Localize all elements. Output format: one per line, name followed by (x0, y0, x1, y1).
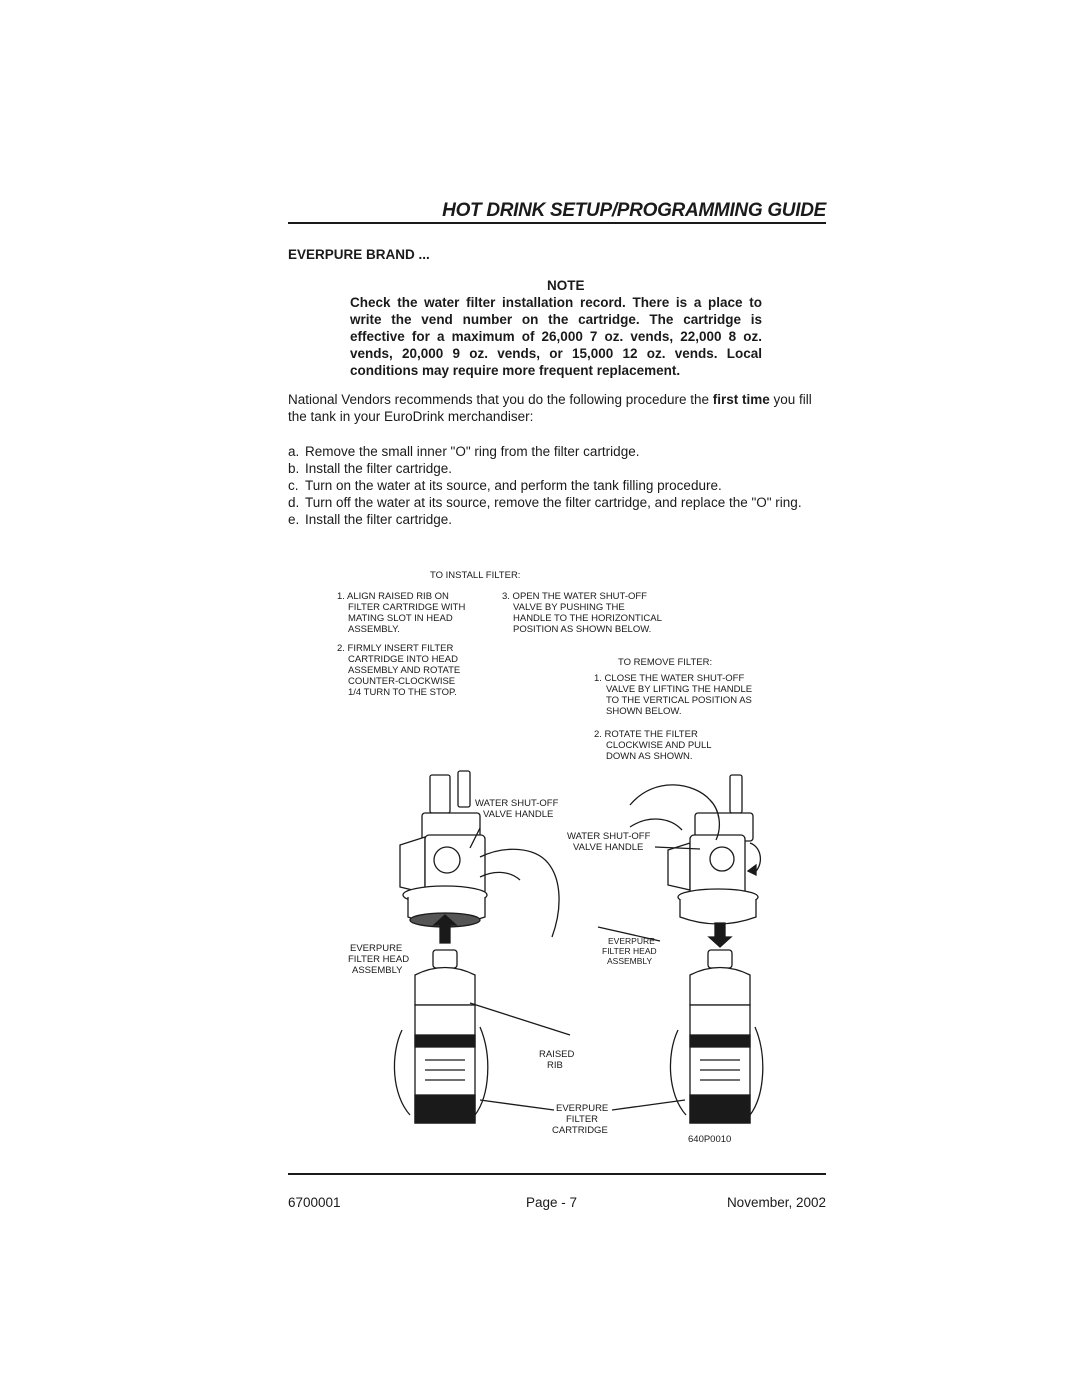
step-item: a. Remove the small inner "O" ring from t… (288, 443, 828, 460)
install-step2-line3: ASSEMBLY AND ROTATE (348, 665, 460, 676)
footer-page-number: Page - 7 (526, 1195, 578, 1210)
right-cartridge-illustration (669, 949, 764, 1124)
head-label-left-line2: FILTER HEAD (348, 954, 409, 965)
install-step1-line1: 1. ALIGN RAISED RIB ON (337, 591, 449, 602)
section-heading: EVERPURE BRAND ... (288, 247, 430, 262)
cartridge-label-line1: EVERPURE (556, 1103, 608, 1114)
install-step1-line2: FILTER CARTRIDGE WITH (348, 602, 465, 613)
install-step1-line3: MATING SLOT IN HEAD (348, 613, 453, 624)
cartridge-label-line3: CARTRIDGE (552, 1125, 608, 1136)
remove-step1-line3: TO THE VERTICAL POSITION AS (606, 695, 752, 706)
head-label-left-line3: ASSEMBLY (352, 965, 403, 976)
install-step3-line3: HANDLE TO THE HORIZONTICAL (513, 613, 662, 624)
note-label: NOTE (547, 278, 585, 293)
left-filter-head-illustration (399, 770, 488, 928)
intro-emphasis: first time (712, 392, 770, 407)
valve-label-left-line1: WATER SHUT-OFF (475, 798, 559, 809)
install-step2-line2: CARTRIDGE INTO HEAD (348, 654, 458, 665)
step-item: d. Turn off the water at its source, remo… (288, 494, 828, 511)
rib-label-line2: RIB (547, 1060, 563, 1071)
remove-step2-line3: DOWN AS SHOWN. (606, 751, 693, 762)
install-step3-line2: VALVE BY PUSHING THE (513, 602, 625, 613)
valve-label-right-line1: WATER SHUT-OFF (567, 831, 651, 842)
step-item: c. Turn on the water at its source, and p… (288, 477, 828, 494)
cartridge-label-line2: FILTER (566, 1114, 598, 1125)
step-letter: d. (288, 495, 300, 510)
part-number: 640P0010 (688, 1134, 731, 1145)
step-letter: c. (288, 478, 299, 493)
right-filter-head-illustration (667, 774, 761, 925)
head-label-right-line3: ASSEMBLY (607, 956, 653, 966)
step-letter: e. (288, 512, 300, 527)
head-label-right-line1: EVERPURE (608, 936, 655, 946)
page-header-title: HOT DRINK SETUP/PROGRAMMING GUIDE (442, 200, 826, 221)
step-text: Turn on the water at its source, and per… (305, 478, 722, 493)
note-text: Check the water filter installation reco… (350, 295, 762, 378)
step-item: b. Install the filter cartridge. (288, 460, 828, 477)
procedure-steps: a. Remove the small inner "O" ring from t… (288, 443, 828, 528)
filter-install-diagram: TO INSTALL FILTER: 1. ALIGN RAISED RIB O… (337, 570, 764, 1145)
remove-step2-line2: CLOCKWISE AND PULL (606, 740, 712, 751)
footer-doc-number: 6700001 (288, 1195, 341, 1210)
remove-step1-line4: SHOWN BELOW. (606, 706, 681, 717)
step-text: Install the filter cartridge. (305, 461, 453, 476)
remove-title: TO REMOVE FILTER: (618, 657, 712, 668)
install-step3-line1: 3. OPEN THE WATER SHUT-OFF (502, 591, 647, 602)
remove-step1-line1: 1. CLOSE THE WATER SHUT-OFF (594, 673, 744, 684)
intro-text-before: National Vendors recommends that you do … (288, 392, 713, 407)
step-letter: a. (288, 444, 300, 459)
install-step2-line4: COUNTER-CLOCKWISE (348, 676, 455, 687)
step-text: Remove the small inner "O" ring from the… (305, 444, 640, 459)
footer-date: November, 2002 (726, 1195, 826, 1210)
step-text: Turn off the water at its source, remove… (305, 495, 802, 510)
step-text: Install the filter cartridge. (305, 512, 453, 527)
install-step2-line1: 2. FIRMLY INSERT FILTER (337, 643, 453, 654)
install-step2-line5: 1/4 TURN TO THE STOP. (348, 687, 457, 698)
install-step1-line4: ASSEMBLY. (348, 624, 400, 635)
remove-step1-line2: VALVE BY LIFTING THE HANDLE (606, 684, 752, 695)
install-title: TO INSTALL FILTER: (430, 570, 520, 581)
valve-label-right-line2: VALVE HANDLE (573, 842, 643, 853)
step-letter: b. (288, 461, 300, 476)
header-rule (288, 222, 826, 224)
remove-step2-line1: 2. ROTATE THE FILTER (594, 729, 698, 740)
intro-paragraph: National Vendors recommends that you do … (288, 391, 828, 425)
left-cartridge-illustration (393, 949, 489, 1124)
head-label-right-line2: FILTER HEAD (602, 946, 657, 956)
install-step3-line4: POSITION AS SHOWN BELOW. (513, 624, 651, 635)
rib-label-line1: RAISED (539, 1049, 575, 1060)
step-item: e. Install the filter cartridge. (288, 511, 828, 528)
intro-text-after: you fill the tank in your EuroDrink merc… (288, 392, 812, 424)
left-cartridge-brand: EVERPURE (427, 1027, 460, 1033)
right-cartridge-brand: EVERPURE (702, 1027, 735, 1033)
footer-rule (288, 1173, 826, 1175)
head-label-left-line1: EVERPURE (350, 943, 402, 954)
valve-label-left-line2: VALVE HANDLE (483, 809, 553, 820)
